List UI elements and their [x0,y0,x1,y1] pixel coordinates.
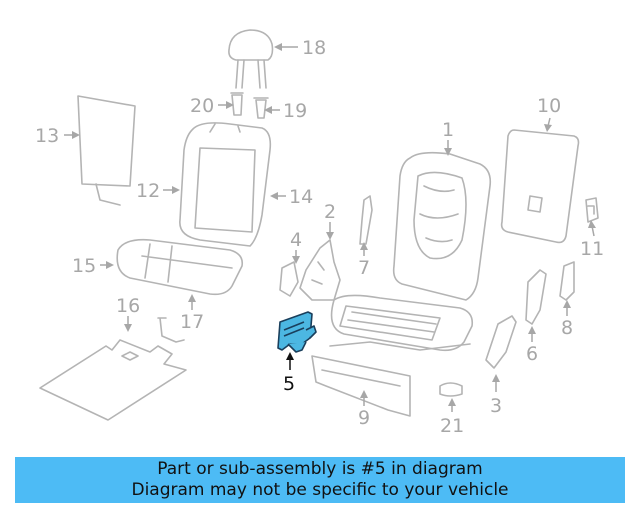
part-bracket-2 [299,239,341,301]
part-trim-8 [559,261,575,301]
part-headrest-guides [230,92,269,119]
part-back-cover-10 [500,129,580,244]
callout-2: 2 [324,201,336,223]
callout-13: 13 [35,125,59,147]
part-skirt-9 [311,355,411,417]
callout-4: 4 [290,229,302,251]
callout-labels: 18 20 19 13 12 14 15 17 16 1 10 11 2 4 7… [35,37,604,437]
part-clip-11 [585,197,599,223]
part-seat-cushion-15-17 [116,238,244,296]
callout-17: 17 [180,311,204,333]
part-rod-7 [359,195,373,245]
part-cap-21 [439,382,463,397]
callout-11: 11 [580,238,604,260]
callout-19: 19 [283,100,307,122]
callout-7: 7 [358,257,370,279]
part-5-highlighted[interactable] [277,311,317,353]
callout-14: 14 [289,186,313,208]
part-floor-mat-16 [39,317,187,421]
callout-20: 20 [190,95,214,117]
callout-9: 9 [358,407,370,429]
callout-16: 16 [116,295,140,317]
part-cover-3 [485,315,517,369]
callout-15: 15 [72,255,96,277]
callout-1: 1 [442,119,454,141]
callout-18: 18 [302,37,326,59]
callout-8: 8 [561,317,573,339]
part-back-panel-13 [77,95,136,206]
part-seat-frame-1 [329,151,492,352]
callout-12: 12 [136,180,160,202]
info-banner: Part or sub-assembly is #5 in diagram Di… [15,457,625,503]
parts-diagram: 18 20 19 13 12 14 15 17 16 1 10 11 2 4 7… [35,29,604,437]
part-seat-back-12-14 [179,122,272,247]
leader-lines [64,43,596,412]
callout-21: 21 [440,415,464,437]
callout-10: 10 [537,95,561,117]
banner-line-2: Diagram may not be specific to your vehi… [131,480,509,500]
part-trim-6 [525,269,547,325]
callout-3: 3 [490,395,502,417]
banner-line-1: Part or sub-assembly is #5 in diagram [157,459,483,479]
part-headrest [228,29,274,89]
callout-5: 5 [283,373,295,395]
callout-6: 6 [526,343,538,365]
part-bracket-4 [279,261,299,297]
